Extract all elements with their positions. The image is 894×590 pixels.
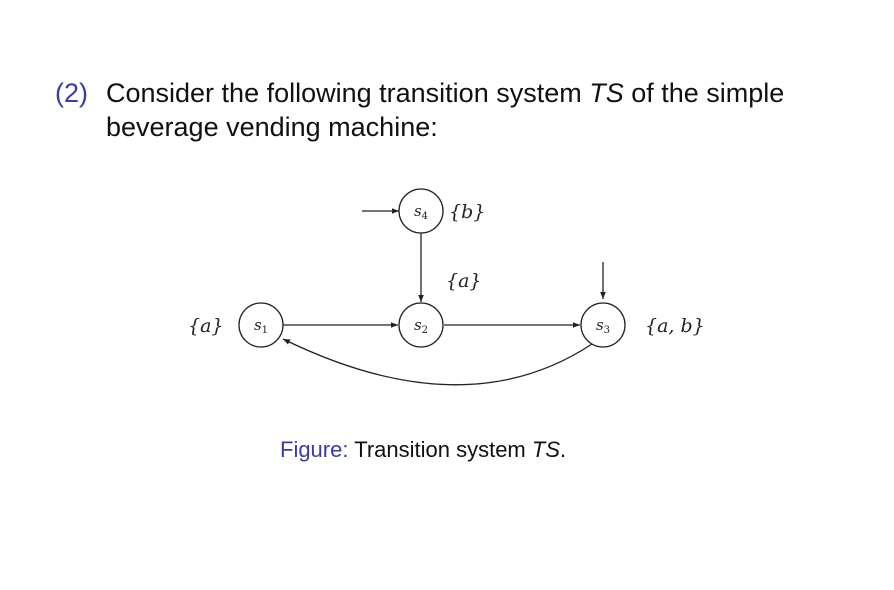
state-s1-name: s1 — [254, 316, 268, 336]
state-s2: s2 — [398, 302, 444, 348]
problem-number: (2) — [55, 78, 88, 108]
problem-system-name: TS — [589, 78, 624, 108]
state-s3-circle — [580, 302, 626, 348]
state-s2-name: s2 — [414, 316, 428, 336]
state-s4: s4 — [398, 188, 444, 234]
problem-text-before: Consider the following transition system — [106, 78, 590, 108]
state-s4-circle — [398, 188, 444, 234]
state-s2-circle — [398, 302, 444, 348]
transition-s3-s1 — [282, 338, 593, 386]
state-s1-label: {a} — [188, 315, 224, 337]
caption-prefix: Figure: — [280, 437, 349, 462]
problem-statement: Consider the following transition system… — [106, 76, 846, 144]
state-s3-label: {a, b} — [645, 315, 705, 337]
state-s4-label: {b} — [449, 201, 485, 223]
caption-text-after: . — [560, 437, 567, 462]
transition-s4-s2-label: {a} — [446, 270, 482, 292]
state-s1-circle — [238, 302, 284, 348]
caption-system-name: TS — [531, 437, 560, 462]
caption-text-before: Transition system — [348, 437, 532, 462]
state-s1: s1 — [238, 302, 284, 348]
figure-caption: Figure: Transition system TS. — [280, 436, 566, 464]
state-s3: s3 — [580, 302, 626, 348]
problem-text-after: of the simple beverage vending machine: — [106, 78, 785, 142]
state-s3-name: s3 — [596, 316, 610, 336]
state-s4-name: s4 — [414, 202, 428, 222]
